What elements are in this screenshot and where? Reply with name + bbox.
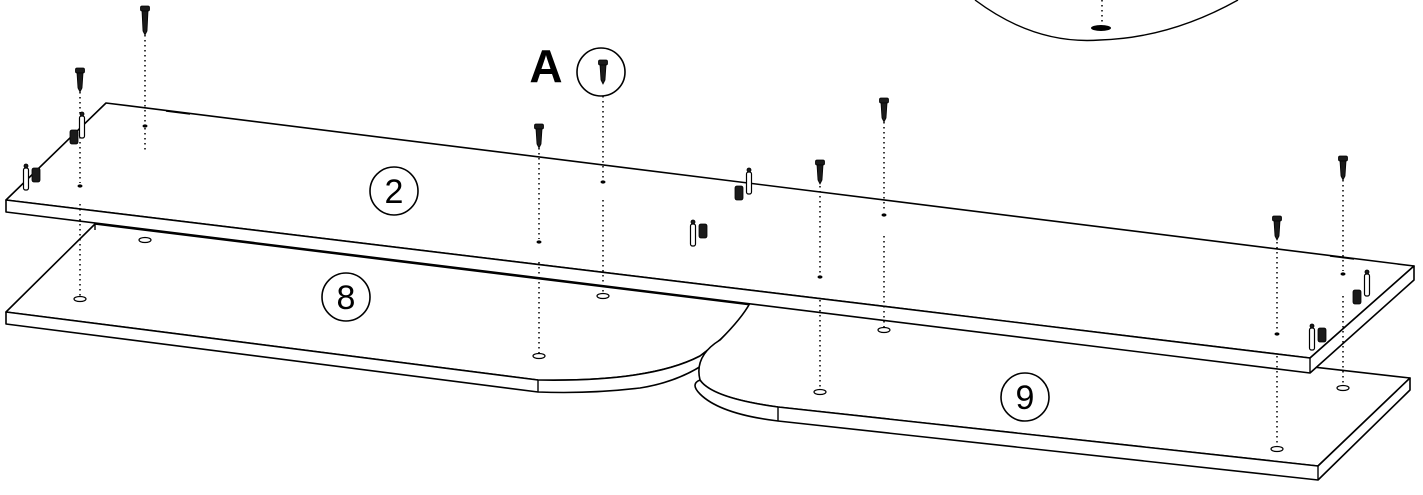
callout-panel-8: 8 <box>321 272 371 322</box>
dowels-and-cams <box>22 111 1371 351</box>
screw <box>815 159 825 185</box>
screw <box>534 123 544 149</box>
dowel-pair <box>1308 323 1327 351</box>
guide-lines <box>79 30 1344 446</box>
top-panel-holes <box>77 124 1346 336</box>
dowel-pair <box>69 111 86 145</box>
screw <box>75 67 85 93</box>
screw <box>879 97 889 123</box>
callout-panel-2: 2 <box>369 166 419 216</box>
hardware-callout-a: A <box>529 40 626 97</box>
screw <box>1272 215 1282 241</box>
panel-2-number: 2 <box>385 173 404 211</box>
callout-panel-9: 9 <box>1000 372 1050 422</box>
screw-type-label: A <box>529 40 562 92</box>
dowel-pair <box>1352 269 1371 305</box>
panel-9-number: 9 <box>1016 379 1035 417</box>
panel-9 <box>694 302 1411 481</box>
panel-8-number: 8 <box>337 279 356 317</box>
screw <box>140 5 150 36</box>
screw-icon <box>598 59 608 85</box>
panel-9-front-edge <box>694 377 1411 481</box>
dowel-pair <box>734 167 753 201</box>
panel-2 <box>5 102 1415 374</box>
screw <box>1338 155 1348 181</box>
dowel-pair <box>22 163 41 191</box>
bottom-panel-holes <box>73 236 1350 453</box>
screws <box>75 5 1348 241</box>
dowel-pair <box>689 219 708 247</box>
detail-magnifier <box>974 0 1239 42</box>
